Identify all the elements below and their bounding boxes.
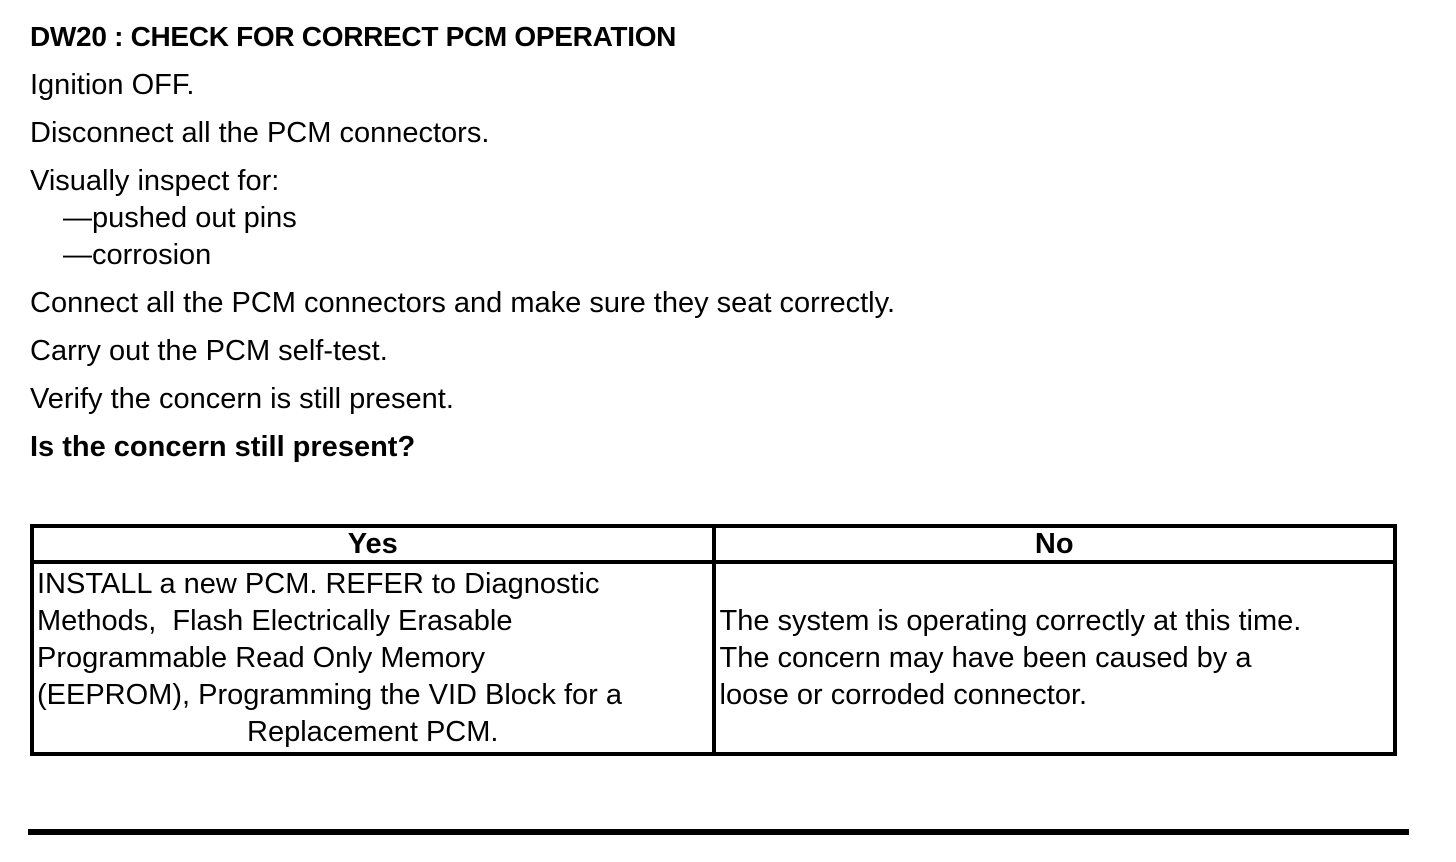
no-cell-line: The concern may have been caused by a (719, 641, 1252, 674)
yes-result-cell: INSTALL a new PCM. REFER to Diagnostic M… (30, 560, 716, 756)
yes-cell-line: Programmable Read Only Memory (37, 641, 486, 674)
yes-cell-line: Replacement PCM. (247, 715, 499, 748)
no-cell-line: The system is operating correctly at thi… (719, 604, 1302, 637)
step-connect-connectors: Connect all the PCM connectors and make … (30, 287, 896, 319)
step-disconnect-connectors: Disconnect all the PCM connectors. (30, 117, 490, 149)
yes-cell-line: (EEPROM), Programming the VID Block for … (37, 678, 622, 711)
yes-cell-line: INSTALL a new PCM. REFER to Diagnostic (37, 567, 600, 600)
decision-table-body-row: INSTALL a new PCM. REFER to Diagnostic M… (30, 560, 1397, 756)
inspect-item-corrosion: —corrosion (63, 239, 212, 271)
decision-table: Yes No INSTALL a new PCM. REFER to Diagn… (30, 524, 1397, 756)
inspect-item-pushed-out-pins: —pushed out pins (63, 202, 297, 234)
diagnostic-procedure-page: DW20 : CHECK FOR CORRECT PCM OPERATION I… (0, 22, 1456, 862)
no-result-cell: The system is operating correctly at thi… (711, 560, 1397, 756)
procedure-title: DW20 : CHECK FOR CORRECT PCM OPERATION (30, 21, 677, 52)
decision-question: Is the concern still present? (30, 431, 416, 463)
step-visually-inspect: Visually inspect for: (30, 165, 280, 197)
step-self-test: Carry out the PCM self-test. (30, 335, 388, 367)
yes-column-header: Yes (30, 524, 716, 564)
page-divider-rule (28, 829, 1409, 835)
no-column-header: No (711, 524, 1397, 564)
yes-cell-line: Methods, Flash Electrically Erasable (37, 604, 513, 637)
decision-table-header-row: Yes No (30, 524, 1397, 564)
no-cell-line: loose or corroded connector. (719, 678, 1088, 711)
step-verify-concern: Verify the concern is still present. (30, 383, 454, 415)
step-ignition-off: Ignition OFF. (30, 69, 195, 101)
